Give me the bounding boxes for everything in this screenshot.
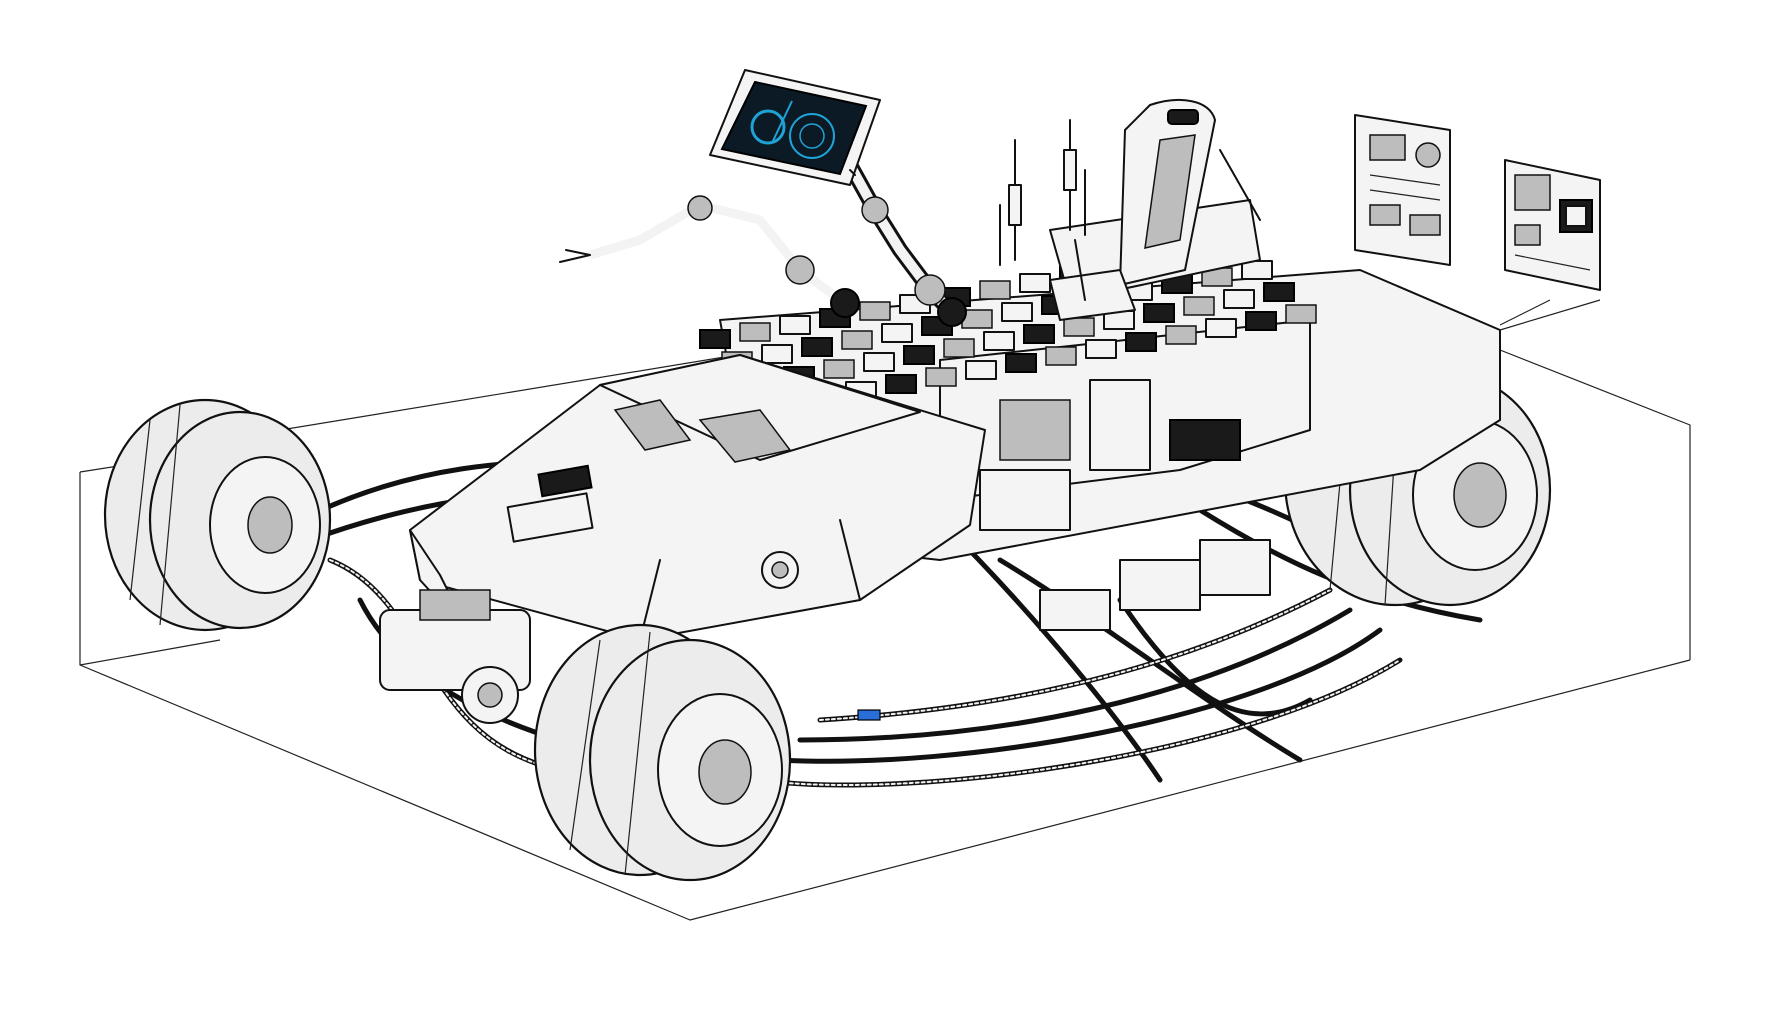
component-block [1045, 346, 1077, 366]
component-block [761, 344, 793, 364]
component-block [823, 359, 855, 379]
component-block [965, 360, 997, 380]
component-block [979, 280, 1011, 300]
component-block [1143, 303, 1175, 323]
component-block [841, 330, 873, 350]
component-block [1063, 317, 1095, 337]
robotic-arm-left [559, 195, 860, 318]
front-motor-assembly [379, 589, 531, 724]
driver-seat [1049, 99, 1261, 321]
component-block [779, 315, 811, 335]
component-block [1001, 302, 1033, 322]
component-block [863, 352, 895, 372]
component-block [739, 322, 771, 342]
component-block [801, 337, 833, 357]
callout-panel-dashboard [1354, 114, 1551, 326]
wheel-rear-left [103, 398, 332, 632]
component-block [1223, 289, 1255, 309]
component-block [699, 329, 731, 349]
component-block [1085, 339, 1117, 359]
component-block [1023, 324, 1055, 344]
component-block [1165, 325, 1197, 345]
component-block [1263, 282, 1295, 302]
component-block [1205, 318, 1237, 338]
callout-panel-circuit [1499, 159, 1601, 331]
component-block [881, 323, 913, 343]
component-block [859, 301, 891, 321]
component-block [1285, 304, 1317, 324]
component-block [943, 338, 975, 358]
component-block [1019, 273, 1051, 293]
component-block [1005, 353, 1037, 373]
wheel-front-left [533, 623, 792, 882]
floating-tablet-display [709, 69, 881, 186]
robotic-arm-right [843, 161, 967, 327]
status-led [857, 709, 881, 721]
component-block [885, 374, 917, 394]
component-block [903, 345, 935, 365]
component-block [1183, 296, 1215, 316]
component-block [1125, 332, 1157, 352]
component-block [983, 331, 1015, 351]
component-block [1245, 311, 1277, 331]
antenna-array [999, 119, 1086, 266]
component-block [925, 367, 957, 387]
